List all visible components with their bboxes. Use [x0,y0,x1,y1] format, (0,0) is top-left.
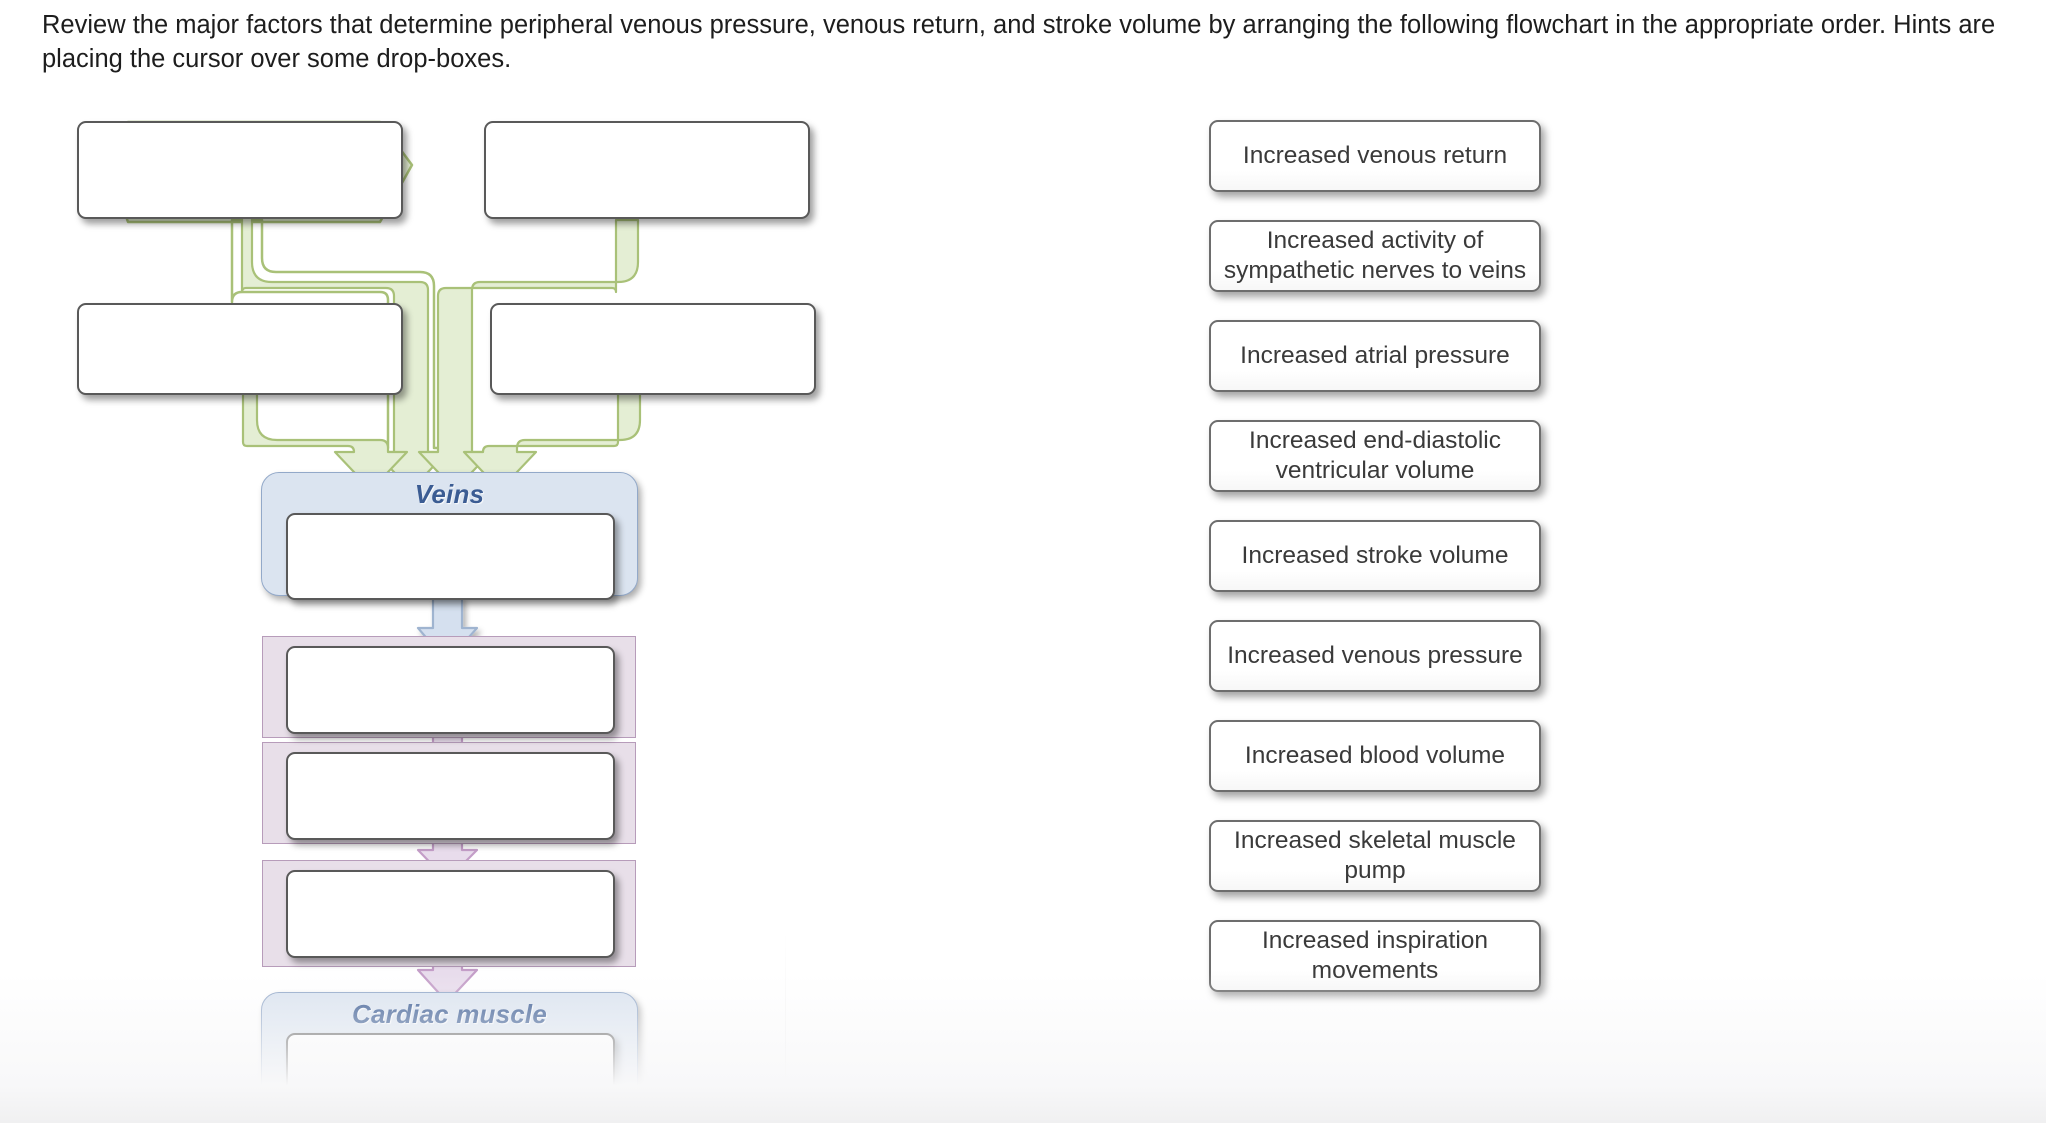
answer-option-stroke-volume[interactable]: Increased stroke volume [1209,520,1541,592]
dropbox-second-right[interactable] [490,303,816,395]
dropbox-chain-1[interactable] [286,646,615,734]
flowchart-canvas: Veins Cardiac muscle [0,0,900,1123]
answer-option-inspiration-movements[interactable]: Increased inspiration movements [1209,920,1541,992]
dropbox-top-right[interactable] [484,121,810,219]
dropbox-top-left[interactable] [77,121,403,219]
answer-option-atrial-pressure[interactable]: Increased atrial pressure [1209,320,1541,392]
dropbox-second-left[interactable] [77,303,403,395]
page-instructions: Review the major factors that determine … [42,8,2046,76]
instruction-line-2: placing the cursor over some drop-boxes. [42,45,512,73]
answer-option-blood-volume[interactable]: Increased blood volume [1209,720,1541,792]
group-cardiac-muscle-title: Cardiac muscle [351,999,547,1029]
answer-option-skeletal-muscle-pump[interactable]: Increased skeletal muscle pump [1209,820,1541,892]
answer-option-venous-pressure[interactable]: Increased venous pressure [1209,620,1541,692]
answer-option-venous-return[interactable]: Increased venous return [1209,120,1541,192]
answer-option-end-diastolic-volume[interactable]: Increased end-diastolic ventricular volu… [1209,420,1541,492]
dropbox-veins[interactable] [286,513,615,600]
dropbox-chain-2[interactable] [286,752,615,840]
dropbox-cardiac-muscle[interactable] [286,1033,615,1120]
answer-bank: Increased venous return Increased activi… [1209,120,1559,1020]
instruction-line-1: Review the major factors that determine … [42,11,1996,39]
green-connector-c [417,218,640,492]
answer-option-sympathetic-nerves[interactable]: Increased activity of sympathetic nerves… [1209,220,1541,292]
group-veins-title: Veins [414,479,485,509]
dropbox-chain-3[interactable] [286,870,615,958]
